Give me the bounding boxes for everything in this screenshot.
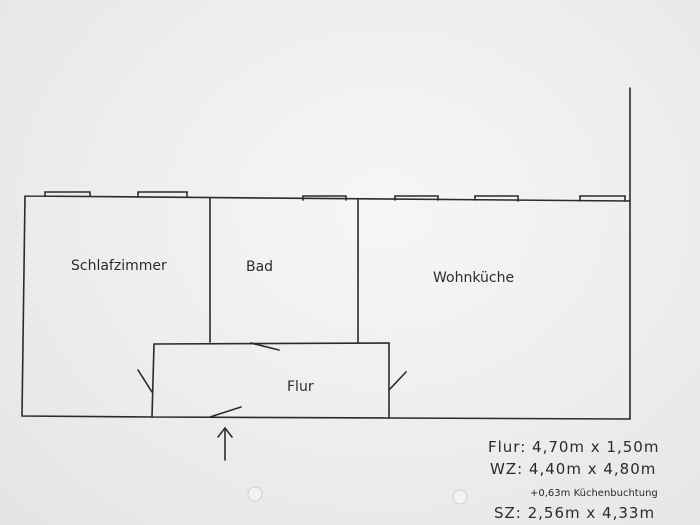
punch-hole-icon — [247, 486, 468, 505]
outer-wall — [21, 87, 631, 420]
window — [579, 195, 626, 202]
wall-flur — [151, 342, 390, 419]
room-label-flur: Flur — [287, 379, 314, 395]
window — [137, 191, 188, 198]
measurement-wz: WZ: 4,40m x 4,80m — [490, 460, 656, 478]
window — [394, 195, 439, 201]
window — [302, 195, 347, 201]
door-schlafzimmer — [137, 369, 153, 393]
room-label-bad: Bad — [246, 259, 273, 275]
measurement-flur: Flur: 4,70m x 1,50m — [488, 438, 659, 456]
measurement-kuechenbuchtung: +0,63m Küchenbuchtung — [530, 488, 658, 499]
window — [44, 191, 91, 197]
measurement-sz: SZ: 2,56m x 4,33m — [494, 504, 655, 522]
room-label-wohnkueche: Wohnküche — [433, 270, 514, 286]
window — [474, 195, 519, 202]
room-label-schlafzimmer: Schlafzimmer — [71, 258, 167, 274]
arrow-up-icon — [217, 426, 233, 461]
door-entrance — [209, 406, 242, 418]
door-bad — [250, 342, 280, 351]
door-wohnkueche — [388, 371, 407, 391]
